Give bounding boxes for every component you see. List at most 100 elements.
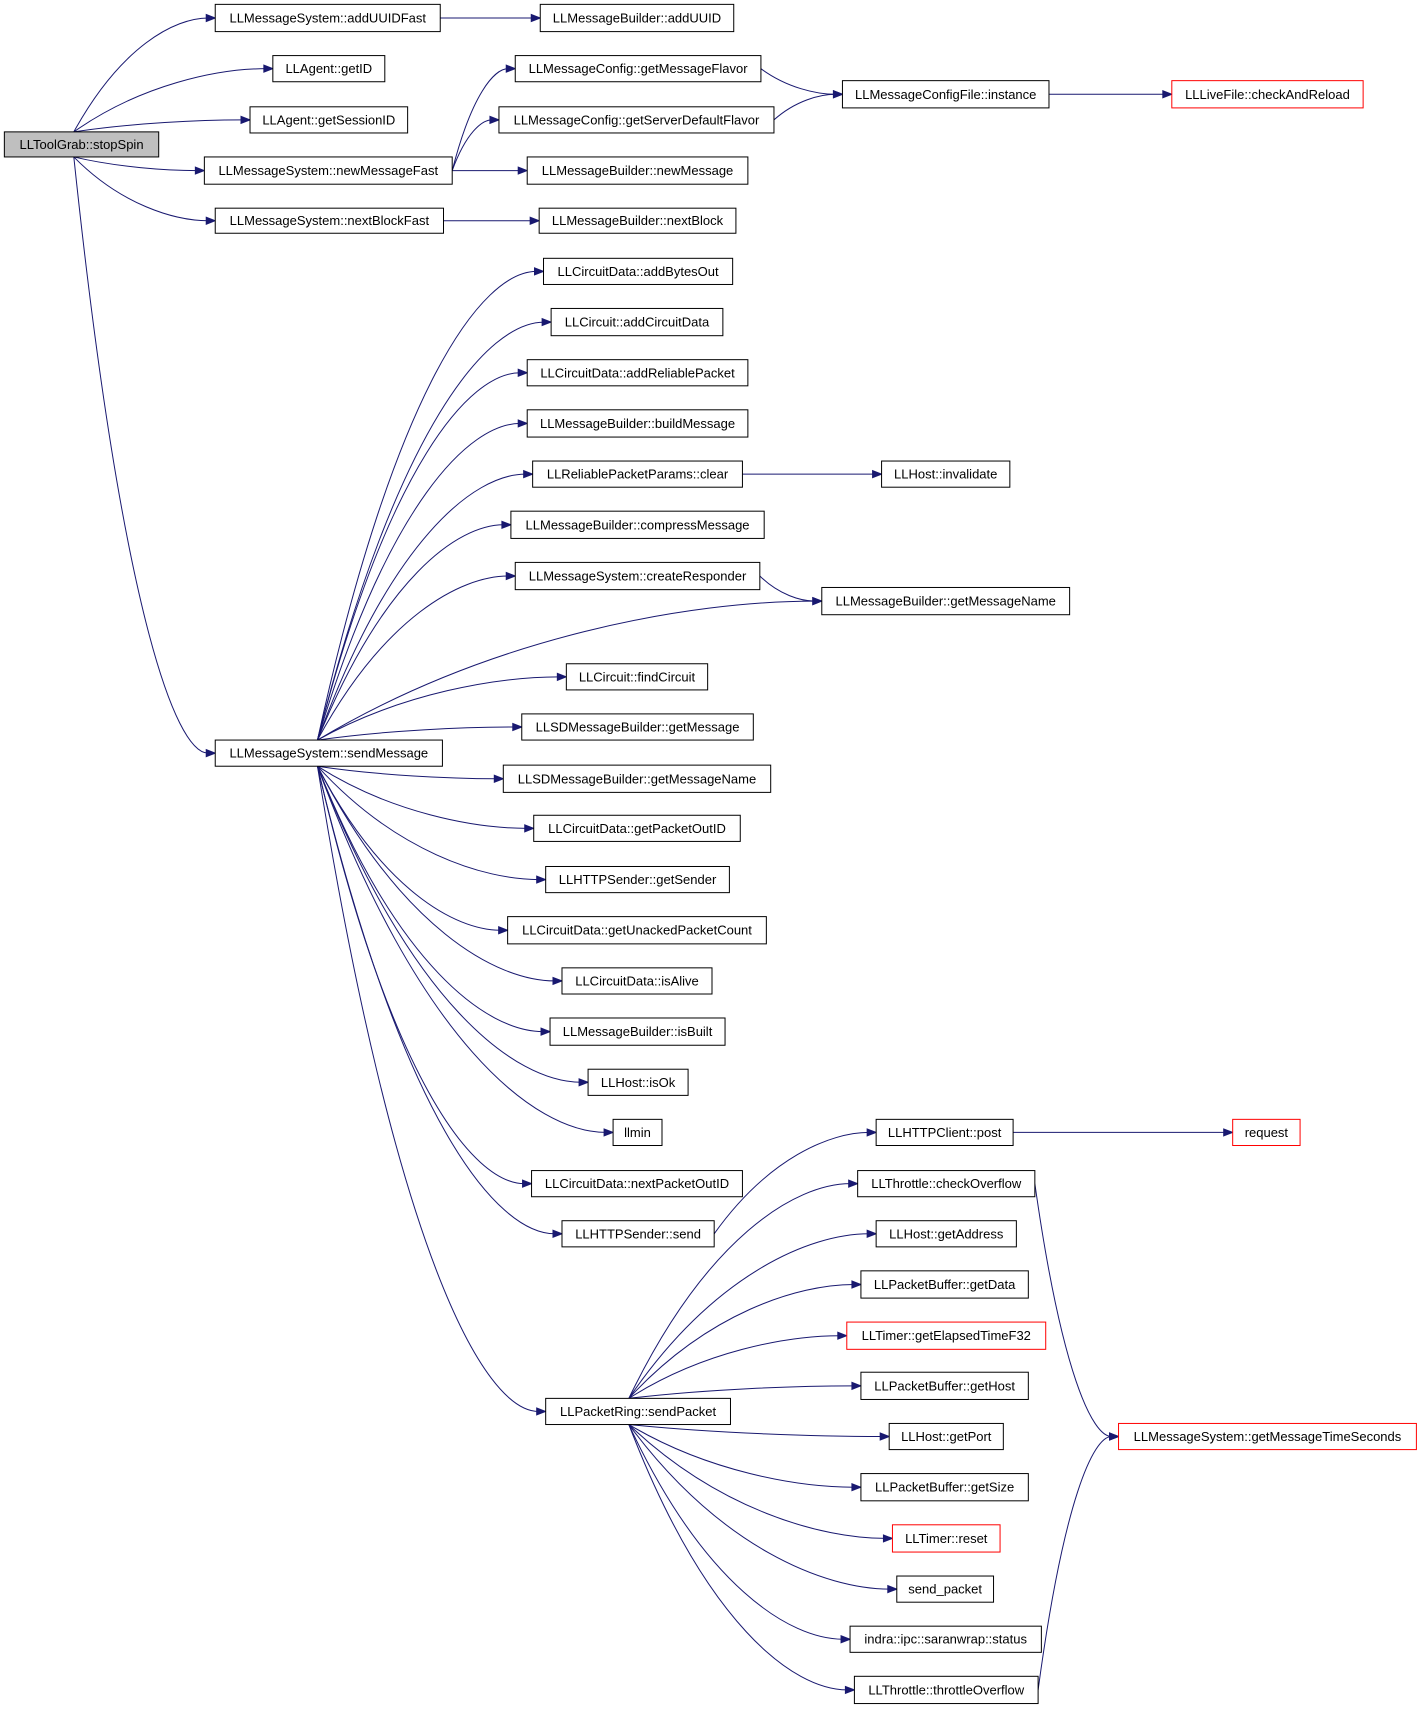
node-saranwrap-status[interactable]: indra::ipc::saranwrap::status bbox=[849, 1625, 1042, 1653]
edge-send-message-to-create-responder bbox=[317, 575, 509, 741]
node-label: LLMessageBuilder::addUUID bbox=[553, 10, 721, 25]
node-label: LLMessageSystem::nextBlockFast bbox=[230, 213, 430, 228]
node-sd-get-message[interactable]: LLSDMessageBuilder::getMessage bbox=[521, 713, 754, 741]
node-next-block-fast[interactable]: LLMessageSystem::nextBlockFast bbox=[214, 207, 445, 234]
node-get-message-time-seconds[interactable]: LLMessageSystem::getMessageTimeSeconds bbox=[1118, 1422, 1417, 1451]
node-sd-get-message-name[interactable]: LLSDMessageBuilder::getMessageName bbox=[502, 764, 772, 793]
node-add-reliable-packet[interactable]: LLCircuitData::addReliablePacket bbox=[526, 359, 749, 387]
edge-send-packet-to-saranwrap-status bbox=[628, 1424, 844, 1640]
arrowhead-get-server-default-flavor bbox=[489, 115, 501, 125]
node-get-id[interactable]: LLAgent::getID bbox=[272, 55, 386, 83]
edge-send-message-to-build-message bbox=[316, 422, 521, 741]
node-send-packet[interactable]: LLPacketRing::sendPacket bbox=[545, 1397, 731, 1426]
node-add-uuid[interactable]: LLMessageBuilder::addUUID bbox=[539, 3, 735, 33]
node-is-built[interactable]: LLMessageBuilder::isBuilt bbox=[549, 1017, 726, 1046]
node-llmin[interactable]: llmin bbox=[612, 1118, 663, 1147]
node-get-host[interactable]: LLPacketBuffer::getHost bbox=[860, 1371, 1029, 1400]
edge-get-server-default-flavor-to-config-instance bbox=[773, 93, 836, 121]
node-get-session-id[interactable]: LLAgent::getSessionID bbox=[249, 106, 409, 134]
node-label: LLHTTPSender::getSender bbox=[559, 872, 717, 887]
node-box bbox=[526, 409, 749, 438]
node-find-circuit[interactable]: LLCircuit::findCircuit bbox=[565, 663, 709, 691]
node-new-message-fast[interactable]: LLMessageSystem::newMessageFast bbox=[203, 156, 453, 185]
node-box bbox=[841, 80, 1050, 109]
node-rpp-clear[interactable]: LLReliablePacketParams::clear bbox=[532, 460, 743, 488]
node-label: LLSDMessageBuilder::getMessage bbox=[536, 719, 740, 734]
node-new-message[interactable]: LLMessageBuilder::newMessage bbox=[526, 156, 749, 185]
node-get-size[interactable]: LLPacketBuffer::getSize bbox=[860, 1473, 1029, 1502]
node-get-message-flavor[interactable]: LLMessageConfig::getMessageFlavor bbox=[514, 55, 762, 83]
node-box bbox=[846, 1321, 1047, 1350]
node-build-message[interactable]: LLMessageBuilder::buildMessage bbox=[526, 409, 749, 438]
arrowhead-next-block-fast bbox=[205, 216, 217, 225]
arrowhead-sd-get-message bbox=[512, 722, 524, 732]
node-get-sender[interactable]: LLHTTPSender::getSender bbox=[545, 865, 730, 894]
arrowhead-send-message bbox=[205, 748, 217, 758]
arrowhead-get-sender bbox=[536, 875, 548, 884]
edge-send-message-to-llmin bbox=[316, 766, 607, 1133]
arrowhead-throttle-overflow bbox=[844, 1685, 856, 1695]
edge-send-packet-to-throttle-overflow bbox=[628, 1424, 848, 1691]
node-label: LLTimer::getElapsedTimeF32 bbox=[862, 1328, 1031, 1343]
node-add-uuidfast[interactable]: LLMessageSystem::addUUIDFast bbox=[214, 3, 441, 33]
node-label: LLAgent::getID bbox=[285, 61, 372, 76]
node-label: LLMessageBuilder::buildMessage bbox=[540, 416, 735, 431]
arrowhead-rpp-clear bbox=[523, 469, 535, 479]
node-http-send[interactable]: LLHTTPSender::send bbox=[561, 1220, 715, 1248]
arrowhead-http-post bbox=[866, 1128, 878, 1137]
node-request[interactable]: request bbox=[1232, 1118, 1301, 1147]
edge-send-packet-to-get-address bbox=[628, 1233, 870, 1399]
node-send-packet[interactable]: send_packet bbox=[896, 1575, 995, 1603]
node-box bbox=[521, 713, 754, 741]
node-label: LLCircuitData::addBytesOut bbox=[558, 264, 720, 279]
node-label: LLHost::getAddress bbox=[889, 1226, 1004, 1241]
node-get-unacked-packet-count[interactable]: LLCircuitData::getUnackedPacketCount bbox=[507, 916, 767, 945]
node-get-elapsed-time-f32[interactable]: LLTimer::getElapsedTimeF32 bbox=[846, 1321, 1047, 1350]
node-check-and-reload[interactable]: LLLiveFile::checkAndReload bbox=[1171, 80, 1364, 109]
node-box bbox=[860, 1473, 1029, 1502]
node-config-instance[interactable]: LLMessageConfigFile::instance bbox=[841, 80, 1050, 109]
edge-throttle-overflow-to-get-message-time-seconds bbox=[1037, 1436, 1112, 1690]
node-http-post[interactable]: LLHTTPClient::post bbox=[875, 1118, 1014, 1147]
node-compress-message[interactable]: LLMessageBuilder::compressMessage bbox=[510, 510, 765, 539]
node-add-circuit-data[interactable]: LLCircuit::addCircuitData bbox=[550, 307, 724, 337]
node-box bbox=[203, 156, 453, 185]
node-get-packet-out-id[interactable]: LLCircuitData::getPacketOutID bbox=[533, 814, 741, 842]
node-add-bytes-out[interactable]: LLCircuitData::addBytesOut bbox=[543, 257, 734, 285]
node-box bbox=[533, 814, 741, 842]
node-check-overflow[interactable]: LLThrottle::checkOverflow bbox=[857, 1170, 1036, 1198]
node-stop-spin[interactable]: LLToolGrab::stopSpin bbox=[3, 131, 160, 158]
edge-send-message-to-is-built bbox=[317, 766, 544, 1033]
node-timer-reset[interactable]: LLTimer::reset bbox=[891, 1524, 1001, 1553]
node-next-block[interactable]: LLMessageBuilder::nextBlock bbox=[538, 207, 737, 234]
node-invalidate[interactable]: LLHost::invalidate bbox=[881, 460, 1011, 488]
edge-send-message-to-send-packet bbox=[316, 766, 539, 1412]
node-get-data[interactable]: LLPacketBuffer::getData bbox=[860, 1270, 1029, 1299]
node-get-server-default-flavor[interactable]: LLMessageConfig::getServerDefaultFlavor bbox=[498, 106, 775, 134]
edge-send-message-to-get-unacked-packet-count bbox=[317, 765, 501, 931]
node-box bbox=[3, 131, 160, 158]
arrowhead-send-packet bbox=[887, 1584, 899, 1594]
node-mb-get-message-name[interactable]: LLMessageBuilder::getMessageName bbox=[821, 586, 1071, 616]
node-label: LLPacketBuffer::getHost bbox=[874, 1378, 1015, 1393]
arrowhead-next-packet-out-id bbox=[522, 1179, 533, 1188]
node-label: LLMessageSystem::createResponder bbox=[529, 569, 747, 584]
node-next-packet-out-id[interactable]: LLCircuitData::nextPacketOutID bbox=[531, 1170, 743, 1198]
node-box bbox=[498, 106, 775, 134]
node-label: LLCircuitData::getUnackedPacketCount bbox=[522, 923, 752, 938]
edges-layer bbox=[73, 13, 1235, 1695]
arrowhead-get-id bbox=[263, 64, 275, 73]
edge-send-message-to-sd-get-message-name bbox=[317, 765, 497, 780]
node-get-address[interactable]: LLHost::getAddress bbox=[875, 1220, 1017, 1248]
node-is-ok[interactable]: LLHost::isOk bbox=[587, 1068, 689, 1096]
node-is-alive[interactable]: LLCircuitData::isAlive bbox=[561, 967, 713, 995]
node-send-message[interactable]: LLMessageSystem::sendMessage bbox=[214, 739, 443, 767]
node-create-responder[interactable]: LLMessageSystem::createResponder bbox=[514, 561, 761, 591]
node-label: LLReliablePacketParams::clear bbox=[547, 467, 729, 482]
node-throttle-overflow[interactable]: LLThrottle::throttleOverflow bbox=[853, 1675, 1039, 1705]
node-label: LLHTTPClient::post bbox=[888, 1125, 1002, 1140]
arrowhead-timer-reset bbox=[882, 1534, 894, 1543]
nodes-layer: LLToolGrab::stopSpin LLMessageSystem::add… bbox=[3, 3, 1417, 1705]
node-get-port[interactable]: LLHost::getPort bbox=[888, 1422, 1004, 1451]
